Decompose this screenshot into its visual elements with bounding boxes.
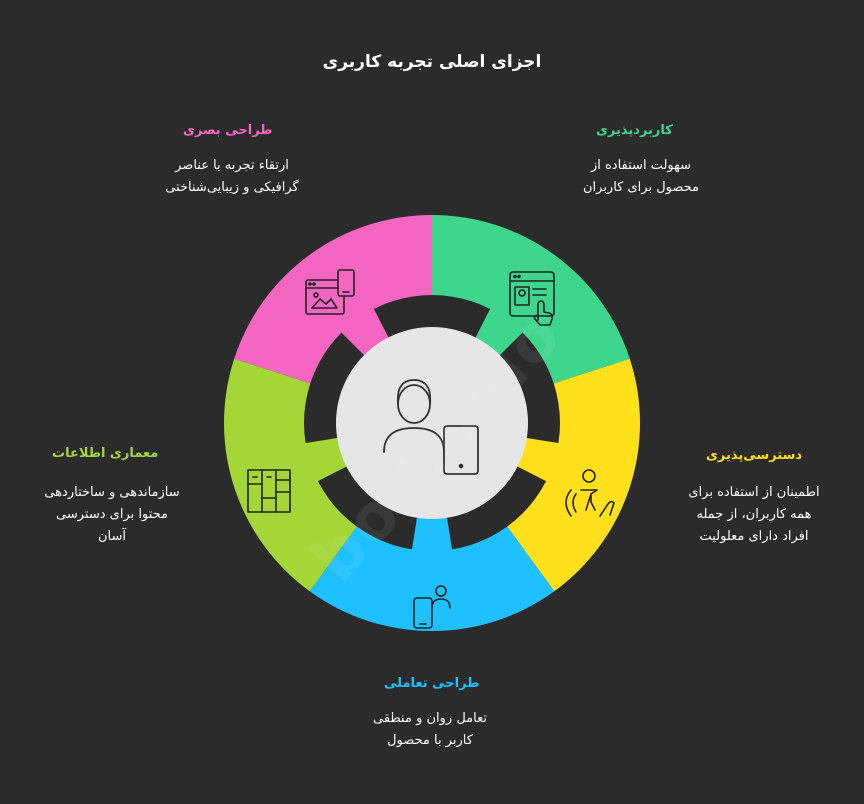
connector-interaction <box>411 513 453 552</box>
heading-usability: کاربردپذیری <box>596 123 673 138</box>
heading-accessibility: دسترسی‌پذیری <box>706 448 803 463</box>
user-phone-icon <box>413 585 451 629</box>
center-circle <box>336 327 528 519</box>
segment-usability <box>432 215 630 384</box>
heading-interaction: طراحی تعاملی <box>384 676 480 691</box>
heading-information-architecture: معماری اطلاعات <box>52 446 159 461</box>
desc-visual: ارتقاء تجربه با عناصر گرافیکی و زیبایی‌ش… <box>165 158 299 195</box>
connector-accessibility <box>513 437 561 483</box>
segment-visual <box>234 215 432 384</box>
web-user-touch-icon <box>509 271 555 326</box>
diagram-title: اجزای اصلی تجربه کاربری <box>322 52 542 72</box>
structure-grid-icon <box>247 469 291 513</box>
heading-visual: طراحی بصری <box>183 123 273 138</box>
connector-information-architecture <box>303 437 351 483</box>
segment-interaction <box>309 526 555 631</box>
desc-information-architecture: سازماندهی و ساختاردهی محتوا برای دسترسی … <box>44 485 180 544</box>
desc-usability: سهولت استفاده از محصول برای کاربران <box>582 158 699 195</box>
accessibility-hand-icon <box>565 469 615 517</box>
desc-accessibility: اطمینان از استفاده برای همه کاربران، از … <box>688 485 820 544</box>
desc-interaction: تعامل روان و منطقی کاربر با محصول <box>372 711 487 748</box>
user-with-device-icon <box>383 379 479 475</box>
visual-browser-icon <box>305 269 355 315</box>
segment-accessibility <box>507 358 640 592</box>
